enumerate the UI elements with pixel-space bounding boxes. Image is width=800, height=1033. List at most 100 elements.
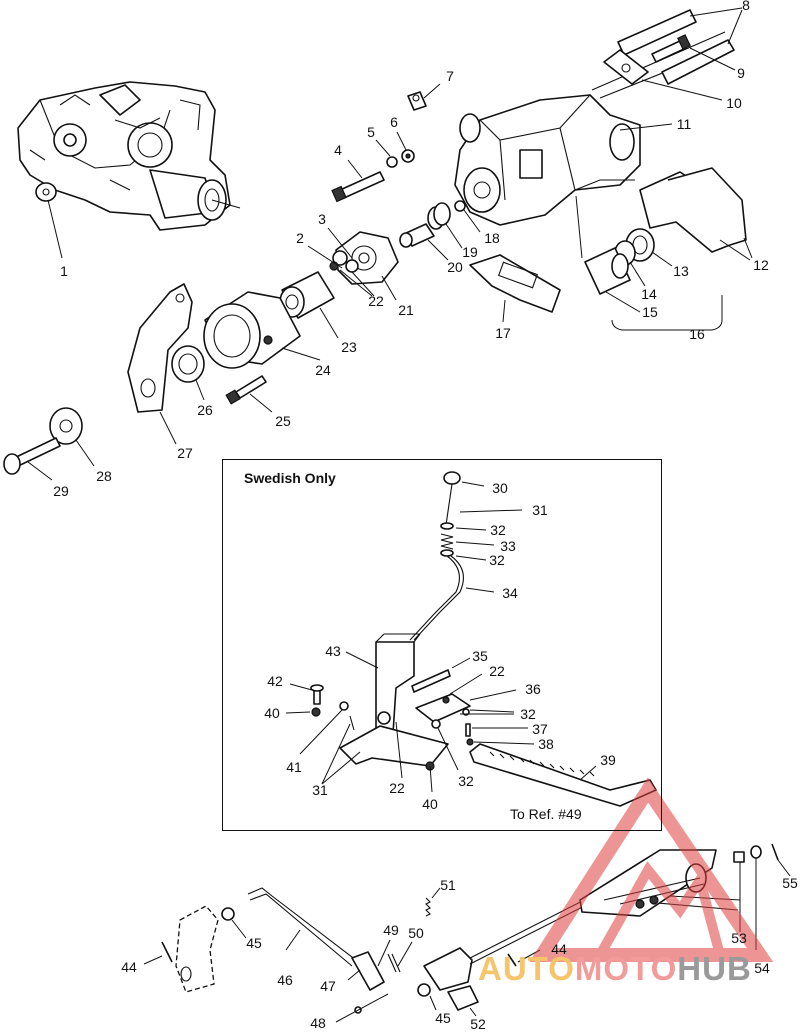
callout-6: 6 — [390, 114, 398, 130]
callout-32-c: 32 — [520, 706, 536, 722]
callout-27: 27 — [177, 445, 193, 461]
callout-33: 33 — [500, 538, 516, 554]
callout-9: 9 — [737, 65, 745, 81]
callout-22: 22 — [368, 293, 384, 309]
callout-51: 51 — [440, 877, 456, 893]
inset-frame — [222, 459, 662, 831]
callout-18: 18 — [484, 230, 500, 246]
housing-11 — [454, 31, 726, 226]
callout-8: 8 — [742, 0, 750, 13]
callout-25: 25 — [275, 413, 291, 429]
callout-52: 52 — [470, 1016, 486, 1032]
callout-50: 50 — [408, 925, 424, 941]
washer-5 — [375, 139, 398, 168]
washer-6 — [396, 131, 415, 163]
washers-2-3-22 — [307, 227, 375, 297]
leader-1 — [47, 199, 63, 259]
callout-34: 34 — [502, 585, 518, 601]
callout-11: 11 — [676, 116, 692, 132]
watermark-text: AUTOMOTOHUB — [478, 950, 752, 988]
callout-26: 26 — [197, 402, 213, 418]
leader-12-a — [575, 195, 583, 259]
fitting-7 — [407, 83, 441, 111]
bottom-linkage — [143, 843, 791, 1023]
callout-44-b: 44 — [551, 941, 567, 957]
callout-45: 45 — [246, 935, 262, 951]
callout-44: 44 — [121, 959, 137, 975]
callout-2: 2 — [296, 230, 304, 246]
oring-18 — [454, 200, 481, 233]
watermark-part1: AUTO — [478, 950, 575, 987]
callout-40: 40 — [264, 705, 280, 721]
callout-10: 10 — [726, 95, 742, 111]
callout-42: 42 — [267, 673, 283, 689]
callout-31: 31 — [532, 502, 548, 518]
callout-54: 54 — [754, 960, 770, 976]
callout-5: 5 — [367, 124, 375, 140]
bolt-25 — [225, 375, 273, 413]
callout-24: 24 — [315, 362, 331, 378]
callout-15: 15 — [642, 304, 658, 320]
callout-43: 43 — [325, 643, 341, 659]
bracket-16 — [611, 295, 723, 331]
coupler-23 — [279, 271, 339, 339]
callout-16: 16 — [689, 326, 705, 342]
plate-17 — [469, 254, 561, 323]
callout-49: 49 — [383, 922, 399, 938]
rods-8 — [617, 7, 743, 85]
callout-21: 21 — [398, 302, 414, 318]
callout-14: 14 — [641, 286, 657, 302]
callout-40-b: 40 — [422, 796, 438, 812]
cylinder-15 — [584, 247, 641, 313]
leader-11 — [619, 123, 673, 131]
washer-28 — [49, 407, 95, 467]
callout-29: 29 — [53, 483, 69, 499]
callout-32-d: 32 — [458, 773, 474, 789]
callout-17: 17 — [495, 325, 511, 341]
callout-35: 35 — [472, 648, 488, 664]
callout-39: 39 — [600, 752, 616, 768]
callout-23: 23 — [341, 339, 357, 355]
arm-27 — [127, 283, 193, 445]
callout-19: 19 — [462, 244, 478, 260]
inset-title: Swedish Only — [244, 470, 336, 486]
callout-53: 53 — [731, 930, 747, 946]
watermark-logo — [529, 777, 774, 962]
callout-48: 48 — [310, 1015, 326, 1031]
drum-24 — [203, 291, 321, 369]
callout-13: 13 — [673, 263, 689, 279]
callout-36: 36 — [525, 681, 541, 697]
callout-38: 38 — [538, 736, 554, 752]
callout-7: 7 — [446, 68, 454, 84]
bolt-4 — [331, 159, 385, 203]
callout-22-c: 22 — [389, 780, 405, 796]
plate-10 — [603, 49, 723, 101]
callout-55: 55 — [782, 875, 798, 891]
inset-ref-note: To Ref. #49 — [510, 806, 582, 822]
callout-12: 12 — [753, 257, 769, 273]
callout-31-b: 31 — [312, 782, 328, 798]
engine-assembly — [17, 81, 241, 231]
spring-19 — [427, 202, 463, 249]
callout-46: 46 — [277, 972, 293, 988]
callout-1: 1 — [60, 263, 68, 279]
bracket-12 — [639, 167, 753, 261]
bolt-29 — [3, 437, 61, 481]
pin-20 — [399, 223, 449, 261]
callout-47: 47 — [320, 978, 336, 994]
callout-20: 20 — [447, 259, 463, 275]
watermark-part3: HUB — [677, 950, 752, 987]
callout-4: 4 — [334, 142, 342, 158]
callout-32-b: 32 — [489, 552, 505, 568]
callout-37: 37 — [532, 721, 548, 737]
inset-assembly — [285, 471, 657, 807]
watermark-part2: MOTO — [574, 950, 678, 987]
callout-3: 3 — [318, 211, 326, 227]
callout-41: 41 — [286, 759, 302, 775]
seal-26 — [171, 345, 205, 401]
callout-28: 28 — [96, 468, 112, 484]
screw-9 — [651, 34, 736, 71]
callout-32: 32 — [490, 522, 506, 538]
callout-22-b: 22 — [489, 663, 505, 679]
